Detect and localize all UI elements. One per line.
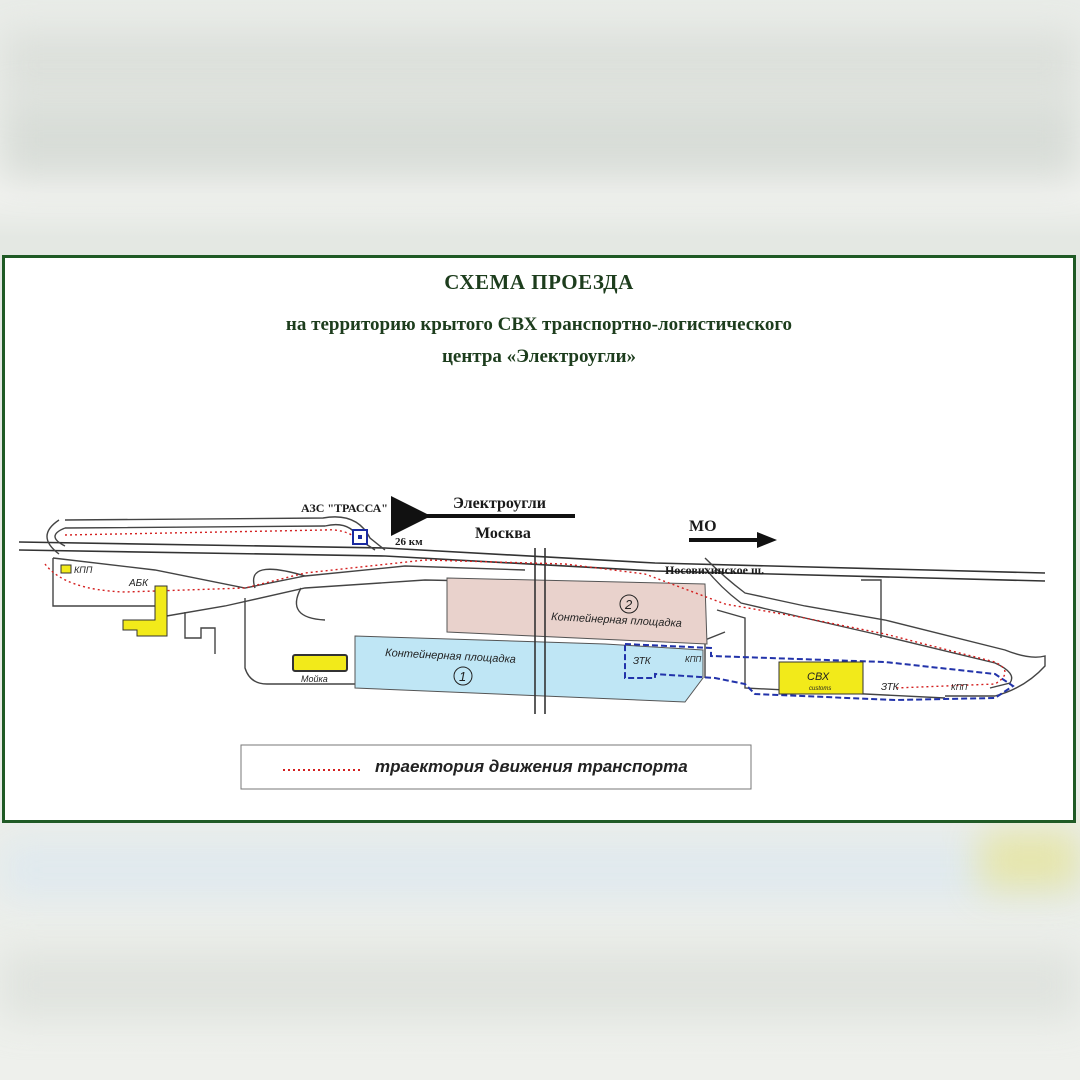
site-roads [52, 557, 1046, 699]
car-wash-building [292, 654, 348, 672]
direction-mo: МО [689, 518, 717, 535]
km-label: 26 км [395, 536, 423, 548]
blurred-background-top [0, 30, 1080, 100]
vehicle-route [44, 559, 1006, 689]
container-yard-1 [354, 635, 704, 703]
highway [18, 541, 1046, 582]
arrow-right-head-icon [757, 532, 777, 548]
container-yard-1-number-circle [453, 666, 473, 686]
map-subtitle-line-1: на территорию крытого СВХ транспортно-ло… [285, 314, 793, 335]
blurred-background-top-2 [0, 100, 1080, 180]
gas-station-label: АЗС "ТРАССА" [301, 501, 388, 515]
kpp-mid-label: КПП [685, 655, 702, 664]
access-loop-road [46, 516, 386, 555]
kpp-left-building [60, 564, 72, 574]
blurred-background-bottom-2 [0, 950, 1080, 1020]
container-yard-2 [446, 577, 708, 645]
direction-moscow: Москва [475, 525, 531, 542]
direction-electrougli: Электроугли [453, 495, 546, 512]
map-title: СХЕМА ПРОЕЗДА [444, 270, 634, 294]
kpp-right-label: КПП [951, 683, 968, 692]
ztk-label-1: ЗТК [633, 656, 652, 667]
map-subtitle-line-2: центра «Электроугли» [441, 346, 637, 367]
gas-station-icon-inner [358, 535, 362, 539]
car-wash-label: Мойка [301, 674, 328, 684]
svh-label: СВХ [807, 671, 830, 683]
blurred-background-bottom [0, 840, 1080, 900]
svh-building [778, 661, 864, 695]
legend-text: траектория движения транспорта [375, 757, 688, 776]
railway-crossing [534, 548, 546, 714]
ztk-label-2: ЗТК [881, 682, 900, 693]
container-yard-2-number-circle [619, 594, 639, 614]
route-map: АЗС "ТРАССА" 26 км Электроугли Москва МО… [18, 495, 1046, 790]
container-yard-1-number: 1 [459, 669, 466, 684]
customs-zone-boundary [624, 642, 1015, 702]
legend-box [240, 744, 752, 790]
blurred-background-corner [980, 830, 1080, 890]
map-panel: СХЕМА ПРОЕЗДА на территорию крытого СВХ … [2, 255, 1076, 823]
abk-label: АБК [128, 578, 149, 589]
svh-sublabel: customs [809, 686, 831, 692]
road-name: Носовихинское ш. [665, 563, 764, 577]
abk-building [122, 585, 168, 637]
kpp-left-label: КПП [74, 565, 93, 575]
container-yard-2-number: 2 [624, 597, 633, 612]
